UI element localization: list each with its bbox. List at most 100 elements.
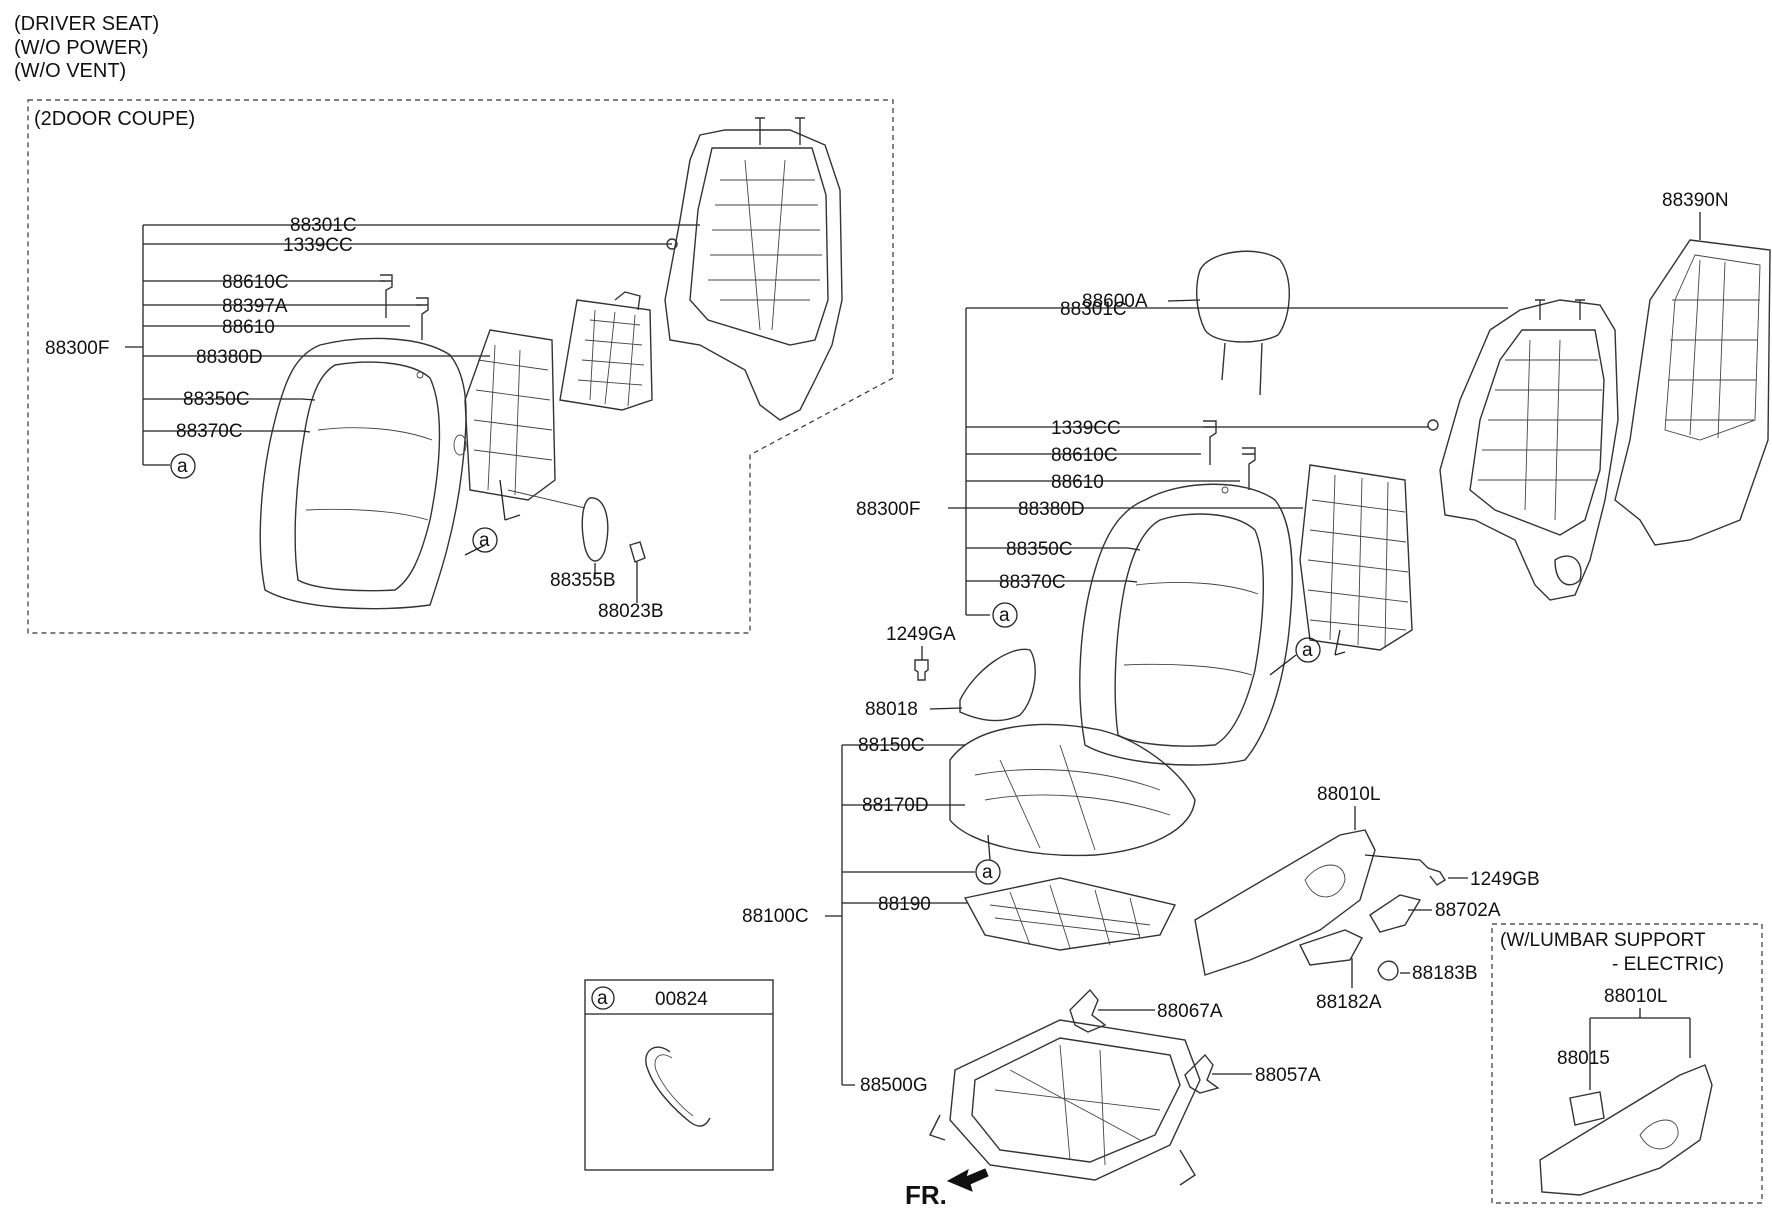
bracket-88300f-lines [948,307,1508,616]
header-line-wo-power: (W/O POWER) [14,37,148,59]
label-1339cc: 1339CC [1051,418,1121,439]
inset-coupe-ref-a-1: a [177,456,188,477]
inset-coupe-bracket-lines [125,224,700,466]
label-1249gb: 1249GB [1470,869,1540,890]
leader-88600a [1167,299,1201,302]
seat-back-leaders [1127,547,1297,676]
part-88018-cover [959,648,1036,722]
inset-lumbar-title-1: (W/LUMBAR SUPPORT [1500,930,1706,951]
inset-lumbar-border [1491,923,1763,1204]
ref-a-3: a [982,862,993,883]
part-88702a [1369,894,1422,933]
label-88301c: 88301C [1060,299,1127,320]
inset-coupe-label-88355b: 88355B [550,570,616,591]
nut-1339cc [1427,419,1439,431]
part-seat-back-frame [1439,299,1619,601]
part-seat-cushion [949,723,1196,857]
inset-coupe-clip-88610c [380,274,393,318]
label-88170d: 88170D [862,795,929,816]
inset-coupe-label-88610c: 88610C [222,272,289,293]
inset-coupe-label-88380d: 88380D [196,347,263,368]
label-88390n: 88390N [1662,190,1729,211]
inset-lumbar-label-88010l: 88010L [1604,986,1667,1007]
main-assembly: 88390N 88600A 88301C 1339CC 8861 [742,190,1771,1210]
leader-ref-a-3 [987,834,991,861]
part-clip-88610c [1203,420,1217,465]
ref-a-2: a [1302,640,1313,661]
inset-coupe-label-1339cc: 1339CC [283,235,353,256]
ref-circle-2 [1295,637,1321,663]
inset-coupe-leaders [301,398,486,556]
inset-coupe-label-88301c: 88301C [290,215,357,236]
inset-coupe-seat-frame [664,117,843,421]
inset-coupe-label-88370c: 88370C [176,421,243,442]
inset-coupe-spring-panel [464,329,556,521]
header-notes: (DRIVER SEAT) (W/O POWER) (W/O VENT) [14,13,159,82]
inset-coupe-label-88300f: 88300F [45,338,109,359]
part-88390n-back-board [1614,239,1771,546]
inset-coupe-clip-88610 [416,297,429,340]
label-88380d: 88380D [1018,499,1085,520]
inset-lumbar-bracket [1589,1008,1691,1090]
front-arrow-icon [946,1168,989,1192]
inset-coupe-ref-circle-2 [472,527,498,553]
inset-coupe-knob-leaders [594,562,638,603]
label-88610: 88610 [1051,472,1104,493]
part-bolt-1249ga [914,659,929,681]
label-88183b: 88183B [1412,963,1478,984]
inset-lumbar-side-cover [1539,1064,1713,1196]
legend-ref-a: a [597,988,608,1009]
legend-ref-circle [591,986,615,1010]
front-direction-label: FR. [905,1180,947,1210]
inset-coupe-label-88610: 88610 [222,317,275,338]
legend-box-border [584,979,774,1171]
label-88057a: 88057A [1255,1065,1321,1086]
part-88067a [1069,988,1107,1033]
inset-coupe-ref-circle-1 [170,453,196,479]
legend-clip-00824 [645,1046,711,1127]
inset-lumbar-label-88015: 88015 [1557,1048,1610,1069]
label-88350c: 88350C [1006,539,1073,560]
label-88610c: 88610C [1051,445,1118,466]
label-88600a: 88600A [1082,291,1148,312]
inset-coupe-knob-88355b [581,497,609,562]
inset-lumbar-electric: (W/LUMBAR SUPPORT - ELECTRIC) 88010L 880… [1491,923,1763,1204]
inset-2door-coupe: (2DOOR COUPE) 88301C 1339CC 88610C 88397… [27,99,894,634]
part-88380d-spring-panel [1299,464,1413,656]
legend-box-a: a 00824 [584,979,774,1171]
inset-coupe-label-88397a: 88397A [222,296,288,317]
ref-circle-3 [975,859,1001,885]
inset-coupe-label-88350c: 88350C [183,389,250,410]
inset-coupe-mesh-pad [559,291,653,411]
bracket-88100c-lines [825,744,975,1086]
header-line-wo-vent: (W/O VENT) [14,60,126,82]
ref-circle-1 [992,602,1018,628]
ref-a-1: a [999,605,1010,626]
part-seat-back-cover [1079,483,1293,766]
part-88190-spring-mat [963,877,1177,951]
label-88702a: 88702A [1435,900,1501,921]
inset-coupe-border [27,99,894,634]
label-88300f: 88300F [856,499,920,520]
inset-coupe-ref-a-2: a [479,530,490,551]
label-88190: 88190 [878,894,931,915]
part-88010l-side-cover [1194,829,1376,976]
inset-lumbar-switch-88015 [1569,1091,1605,1126]
label-88500g: 88500G [860,1075,928,1096]
part-clip-88610 [1242,447,1256,490]
inset-coupe-cap-88023b [629,541,646,563]
leader-1249gb [1364,854,1468,879]
label-88100c: 88100C [742,906,809,927]
label-88370c: 88370C [999,572,1066,593]
label-88018: 88018 [865,699,918,720]
inset-coupe-seat-back [259,337,467,610]
label-88150c: 88150C [858,735,925,756]
part-88183b-knob [1377,960,1399,981]
part-88500g-cushion-frame [929,1019,1201,1186]
label-88182a: 88182A [1316,992,1382,1013]
label-88010l: 88010L [1317,784,1380,805]
inset-coupe-label-88023b: 88023B [598,601,664,622]
leader-88018 [929,707,963,710]
inset-coupe-title: (2DOOR COUPE) [34,108,195,130]
